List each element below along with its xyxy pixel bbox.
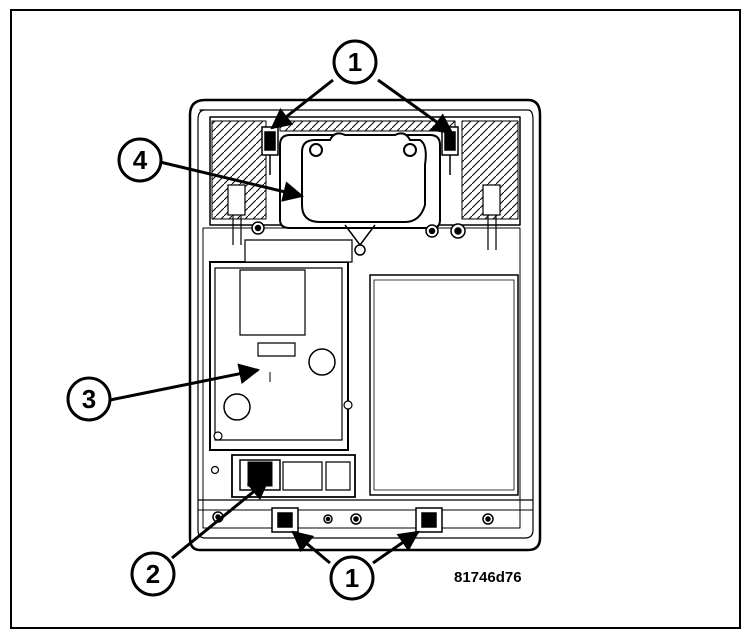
leader-arrows [109, 78, 454, 565]
svg-text:1: 1 [345, 563, 359, 593]
screw-bosses [212, 221, 494, 525]
svg-text:1: 1 [348, 47, 362, 77]
console-housing [188, 98, 542, 552]
retaining-clip-top-right [441, 126, 459, 175]
svg-text:4: 4 [133, 145, 148, 175]
retaining-clip-bottom-left [271, 507, 299, 533]
side-pad-panel [369, 274, 519, 496]
arrow-3 [109, 363, 261, 402]
figure-id: 81746d76 [454, 569, 522, 586]
module-bracket [279, 132, 441, 256]
arrow-1-bottom-right [372, 530, 420, 565]
svg-text:2: 2 [146, 559, 160, 589]
arrow-4 [159, 160, 305, 202]
electronic-module [209, 239, 353, 451]
diagram-frame [10, 9, 741, 629]
callout-1-top: 1 [332, 39, 378, 85]
arrow-1-top-left [270, 78, 334, 130]
retaining-clip-top-left [261, 126, 279, 175]
callout-2: 2 [130, 551, 176, 597]
arrow-1-top-right [377, 78, 454, 135]
side-clip-left [227, 184, 246, 245]
callout-1-bottom: 1 [329, 555, 375, 601]
arrow-2 [171, 478, 270, 560]
svg-text:3: 3 [82, 384, 96, 414]
side-clip-right [482, 184, 501, 250]
arrow-1-bottom-left [291, 530, 331, 565]
callout-4: 4 [117, 137, 163, 183]
callout-3: 3 [66, 376, 112, 422]
retaining-clip-bottom-right [415, 507, 443, 533]
wire-connector [210, 454, 356, 498]
